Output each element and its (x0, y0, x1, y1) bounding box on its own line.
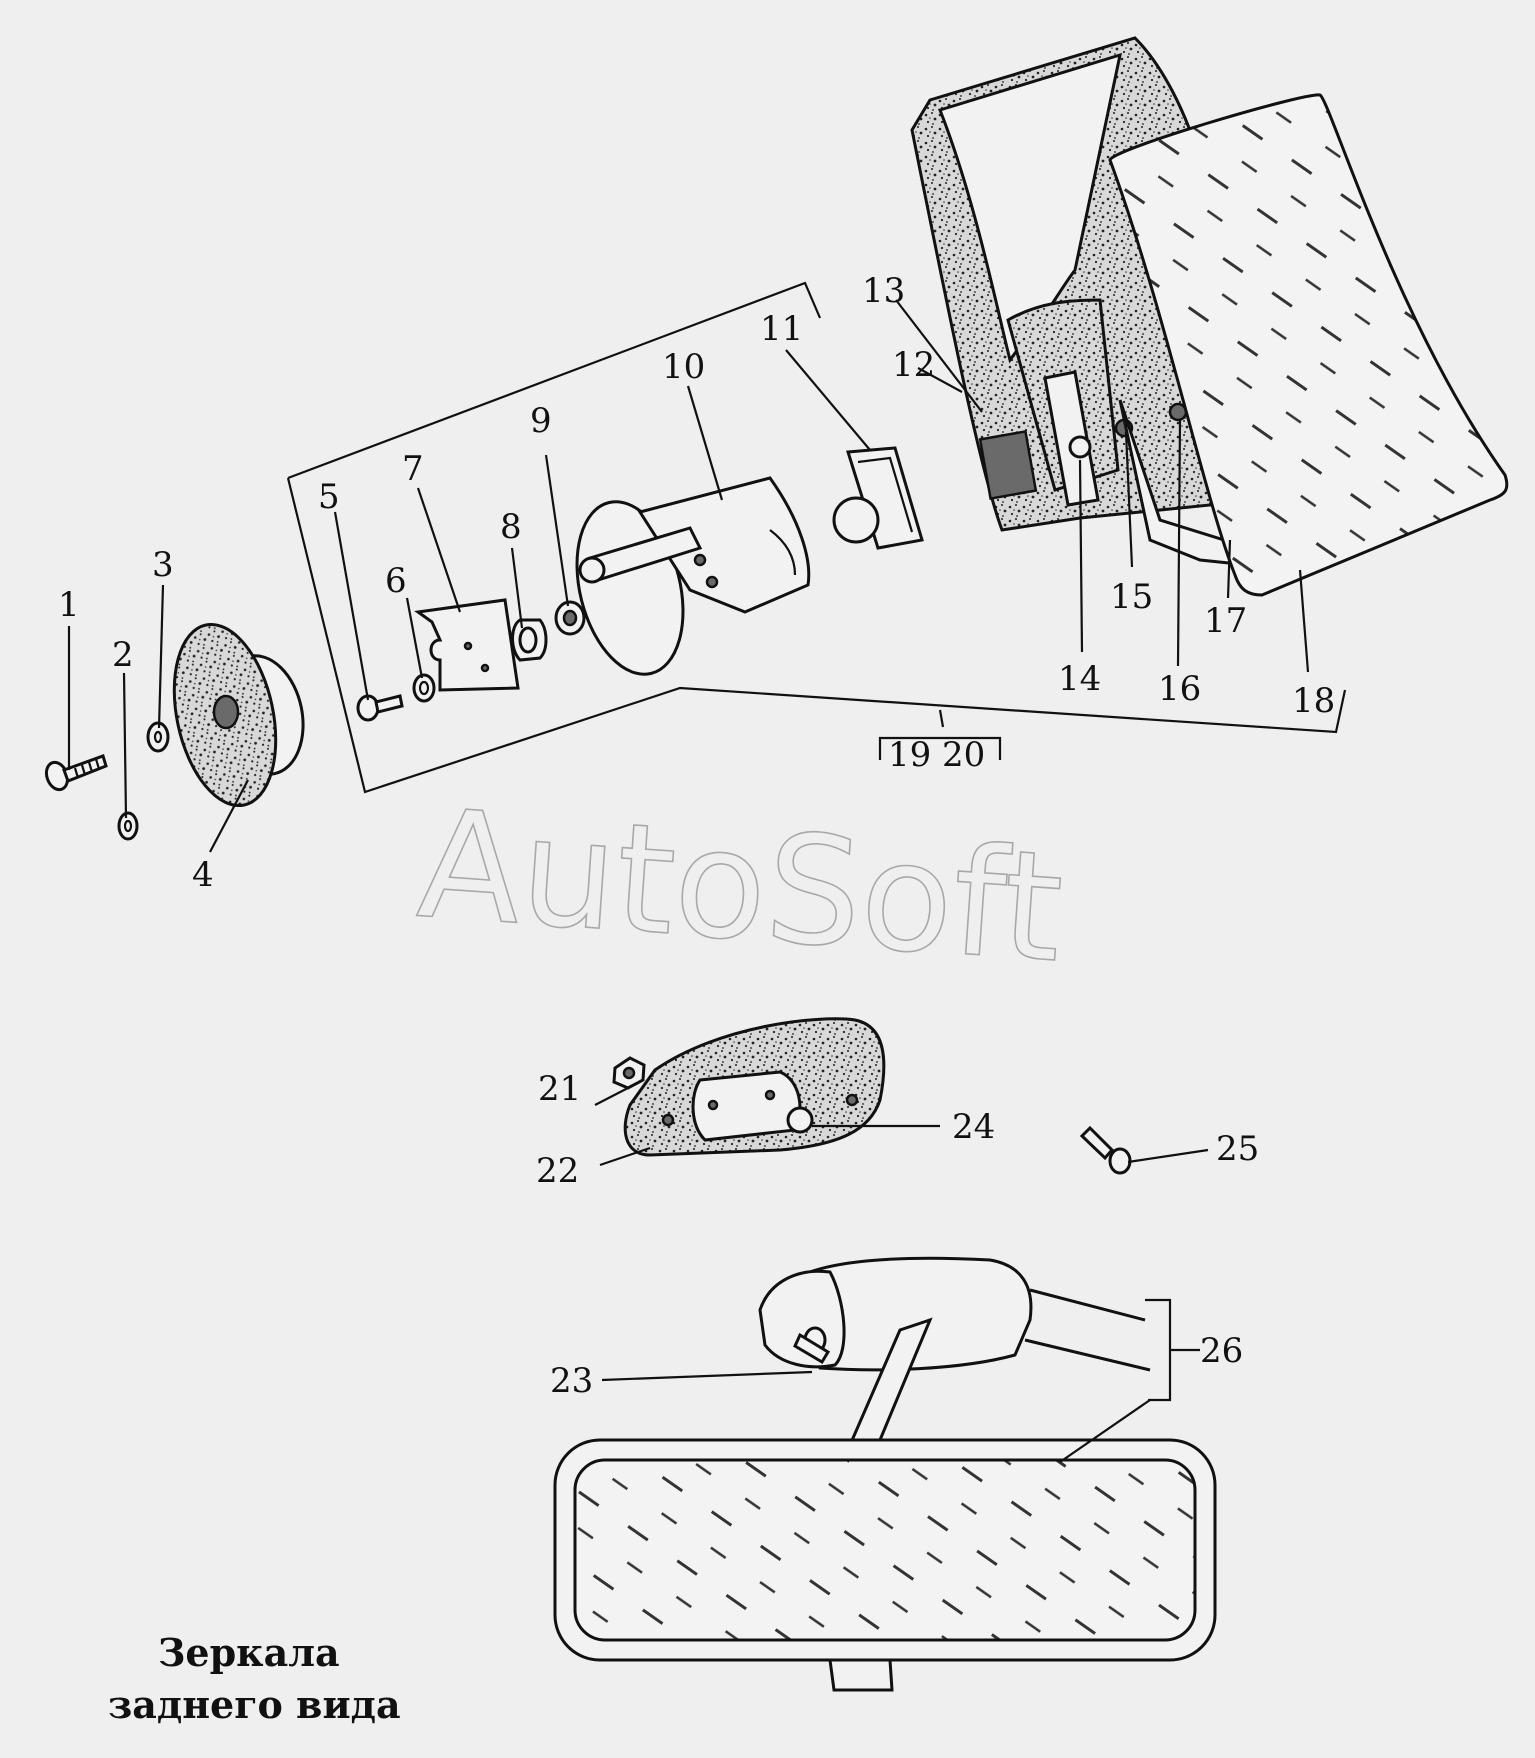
diagram-title-line1: Зеркала (158, 1630, 340, 1675)
callout-21: 21 (538, 1069, 581, 1109)
callout-26: 26 (1200, 1331, 1243, 1371)
callout-1: 1 (58, 585, 80, 625)
part-6-washer (412, 673, 436, 703)
callout-12: 12 (892, 345, 935, 385)
callout-3: 3 (152, 545, 174, 585)
callout-16: 16 (1158, 669, 1201, 709)
leader-lines (67, 299, 1310, 1463)
part-5-screw (356, 694, 404, 722)
part-25-screw (1079, 1125, 1132, 1175)
callout-8: 8 (500, 507, 522, 547)
part-1-screw (44, 754, 108, 792)
callout-5: 5 (318, 477, 340, 517)
diagram-title-line2: заднего вида (108, 1682, 401, 1727)
callout-7: 7 (402, 449, 424, 489)
watermark: AutoSoft (413, 778, 1068, 997)
part-22-interior-mirror-base (623, 1017, 886, 1157)
callout-2: 2 (112, 635, 134, 675)
part-3-washer (146, 721, 170, 753)
callout-17: 17 (1204, 601, 1247, 641)
part-9-nut (554, 600, 586, 636)
part-4-mount-base (172, 622, 305, 808)
callout-20: 20 (942, 735, 985, 775)
part-21-nut (612, 1056, 646, 1090)
part-13-housing-rim (938, 52, 1122, 364)
callout-25: 25 (1216, 1129, 1259, 1169)
part-18-mirror-glass (1108, 93, 1509, 597)
callout-18: 18 (1292, 681, 1335, 721)
callout-10: 10 (662, 347, 705, 387)
assembly-19-20-bracket-outline (286, 281, 1347, 794)
callout-11: 11 (760, 309, 803, 349)
callout-15: 15 (1110, 577, 1153, 617)
assembly-19-20-leader (878, 709, 1002, 760)
part-7-plate (414, 598, 520, 692)
part-11-ball-pin (832, 446, 924, 550)
callout-labels: 1 2 3 4 5 6 7 8 9 10 11 12 13 14 15 16 1… (58, 271, 1335, 1401)
callout-4: 4 (192, 855, 214, 895)
part-26-interior-mirror (553, 1256, 1217, 1692)
callout-22: 22 (536, 1151, 579, 1191)
callout-13: 13 (862, 271, 905, 311)
callout-24: 24 (952, 1107, 995, 1147)
callout-9: 9 (530, 401, 552, 441)
callout-14: 14 (1058, 659, 1101, 699)
part-2-washer (117, 811, 139, 841)
part-8-spring-clip (511, 618, 548, 662)
callout-19: 19 (888, 735, 931, 775)
part-10-bracket (575, 476, 811, 676)
callout-23: 23 (550, 1361, 593, 1401)
callout-6: 6 (385, 561, 407, 601)
